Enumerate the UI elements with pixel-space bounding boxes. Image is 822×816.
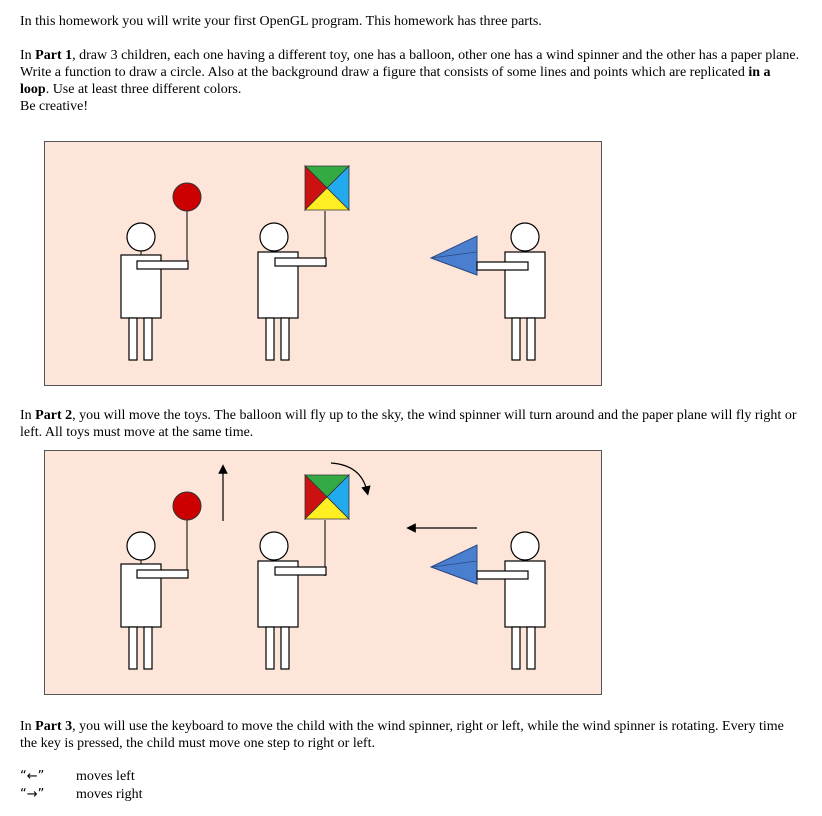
- rotate-arrow: [330, 462, 371, 496]
- children-motion-illustration: [120, 462, 546, 670]
- child-head: [126, 222, 156, 252]
- child-plane: [429, 222, 546, 361]
- paper-plane: [429, 544, 478, 585]
- child-balloon: [120, 182, 202, 361]
- child-balloon: [120, 491, 202, 670]
- figure-part1: [44, 141, 602, 386]
- part1-paragraph: In Part 1, draw 3 children, each one hav…: [20, 48, 800, 114]
- child-arm: [476, 261, 529, 271]
- child-head: [259, 222, 289, 252]
- intro-paragraph: In this homework you will write your fir…: [20, 14, 542, 29]
- part3-paragraph: In Part 3, you will use the keyboard to …: [20, 719, 784, 751]
- right-key-action: moves right: [76, 787, 143, 802]
- key-row-left: “←” moves left: [20, 768, 143, 786]
- wind-spinner: [304, 474, 350, 520]
- child-arm: [274, 257, 327, 267]
- wind-spinner: [304, 165, 350, 211]
- child-spinner: [257, 165, 350, 361]
- child-head: [510, 222, 540, 252]
- balloon: [172, 491, 202, 521]
- right-key-symbol: “→”: [20, 787, 45, 802]
- figure-part2: [44, 450, 602, 695]
- child-spinner: [257, 474, 350, 670]
- children-illustration: [120, 165, 546, 361]
- child-plane: [429, 531, 546, 670]
- balloon: [172, 182, 202, 212]
- child-arm: [136, 260, 189, 270]
- key-row-right: “→” moves right: [20, 786, 143, 804]
- key-list: “←” moves left “→” moves right: [20, 768, 143, 804]
- left-key-action: moves left: [76, 769, 135, 784]
- left-key-symbol: “←”: [20, 769, 45, 784]
- part2-paragraph: In Part 2, you will move the toys. The b…: [20, 408, 797, 440]
- paper-plane: [429, 235, 478, 276]
